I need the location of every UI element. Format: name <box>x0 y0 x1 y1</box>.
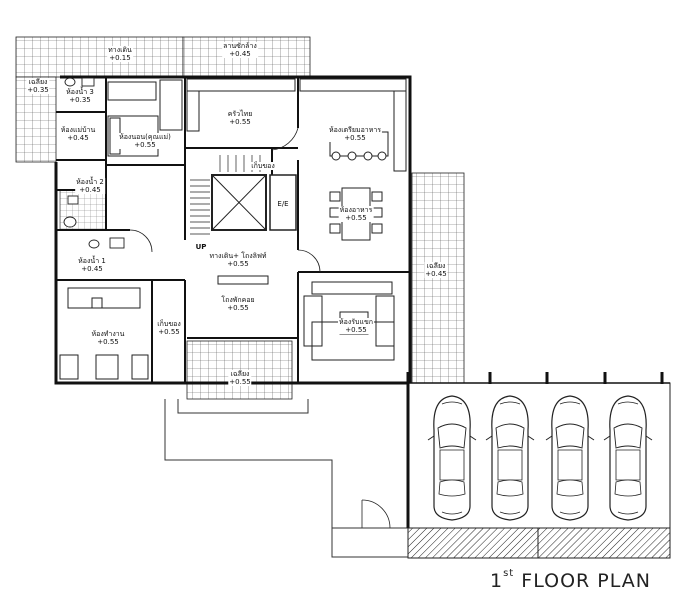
car-1 <box>427 395 477 521</box>
car-3 <box>545 395 595 521</box>
room-label-maid-room: ห้องแม่บ้าน+0.45 <box>59 126 97 142</box>
doors <box>129 127 391 529</box>
porch-right-tile <box>411 172 465 384</box>
room-label-bath1: ห้องน้ำ 1+0.45 <box>77 257 107 273</box>
room-label-guest-room: ห้องรับแขก+0.55 <box>338 318 374 334</box>
room-label-ee: E/E <box>276 200 290 208</box>
car-4 <box>603 395 653 521</box>
room-label-bedroom: ห้องนอน(คุณแม่)+0.55 <box>118 133 172 149</box>
room-label-hall: ทางเดิน+ โถงลิฟท์+0.55 <box>208 252 268 268</box>
garage <box>406 372 671 559</box>
room-label-storage-mid: เก็บของ+0.55 <box>156 320 182 336</box>
room-label-laundry-yard: ลานซักล้าง+0.45 <box>222 42 258 58</box>
interior-walls <box>56 77 410 383</box>
room-label-work-room: ห้องทำงาน+0.55 <box>90 330 126 346</box>
driveway-hatch <box>407 527 671 559</box>
stair-up-label: UP <box>194 243 208 251</box>
kitchen-counters <box>186 78 407 172</box>
room-label-storage-top: เก็บของ <box>250 162 276 170</box>
room-label-lobby: โถงพักคอย+0.55 <box>220 296 256 312</box>
room-label-dining: ห้องอาหาร+0.55 <box>338 206 374 222</box>
room-label-porch-left: เฉลียง+0.35 <box>26 78 50 94</box>
plan-title: 1st FLOOR PLAN <box>490 568 651 592</box>
room-label-bath2: ห้องน้ำ 2+0.45 <box>75 178 105 194</box>
walkway-tile <box>15 36 184 78</box>
room-label-bath3: ห้องน้ำ 3+0.35 <box>65 88 95 104</box>
site-outline <box>164 399 408 558</box>
room-label-porch-right: เฉลียง+0.45 <box>424 262 448 278</box>
stair-lift-core <box>190 155 297 235</box>
room-label-porch-bottom: เฉลียง+0.55 <box>228 370 252 386</box>
exterior-walls <box>54 75 412 385</box>
room-label-walkway: ทางเดิน+0.15 <box>107 46 133 62</box>
study-furniture <box>59 287 149 380</box>
room-label-thai-kitchen: ครัวไทย+0.55 <box>226 110 254 126</box>
room-label-dining-prep: ห้องเตรียมอาหาร+0.55 <box>327 126 383 142</box>
car-2 <box>485 395 535 521</box>
bath-fixtures <box>63 77 125 249</box>
